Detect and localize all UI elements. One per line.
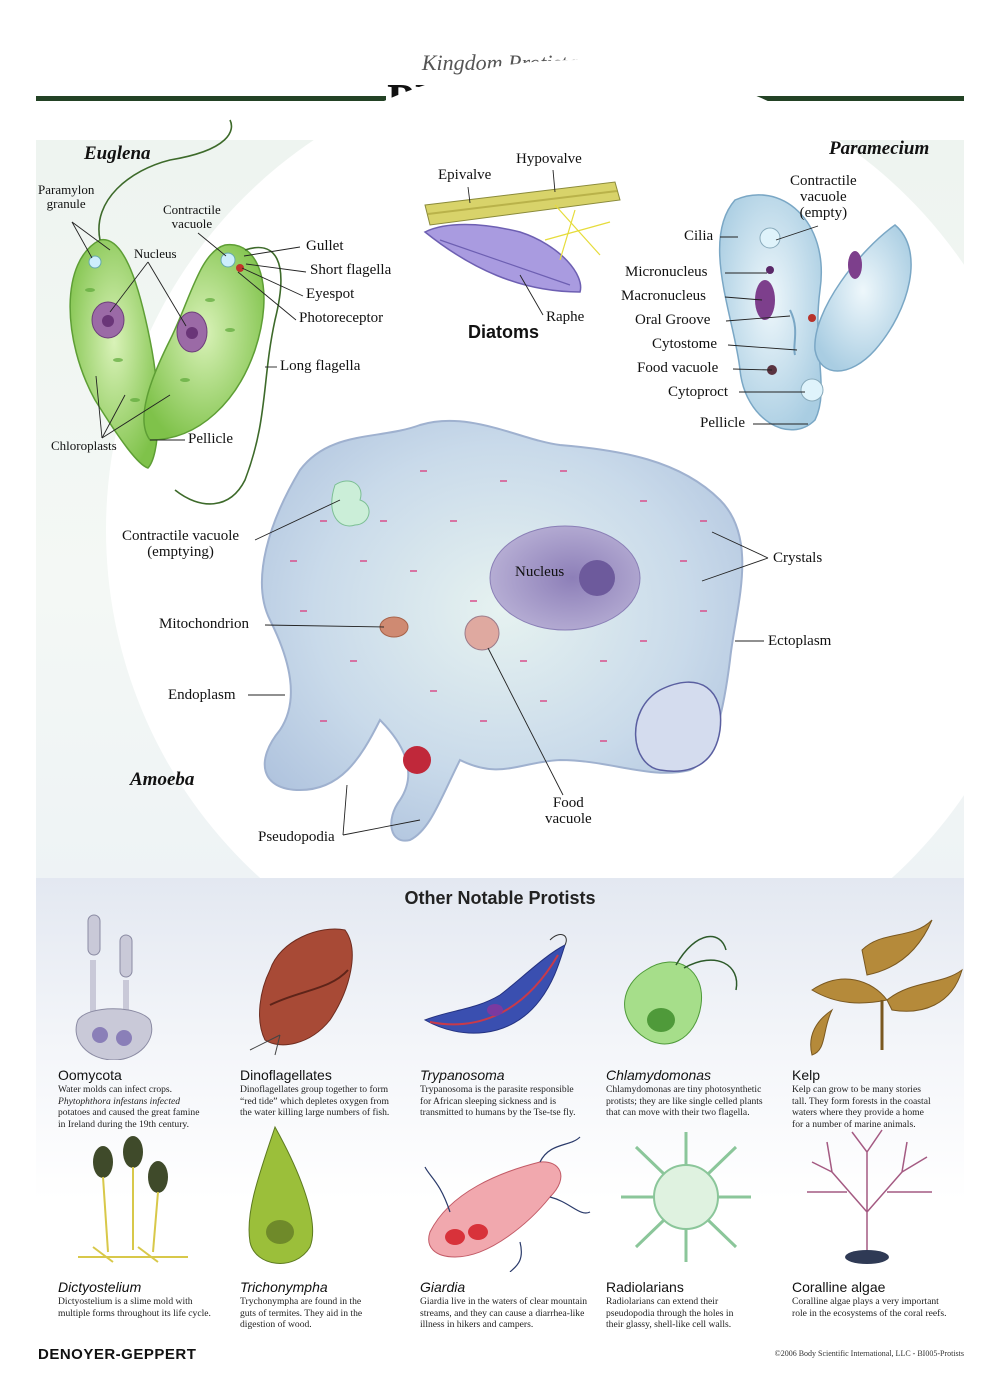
label-hypovalve: Hypovalve bbox=[516, 151, 582, 167]
kelp-illustration bbox=[810, 919, 963, 1056]
paramecium-illustration bbox=[718, 194, 912, 431]
coralline-algae-illustration bbox=[807, 1129, 932, 1264]
chlamydomonas-name: Chlamydomonas bbox=[606, 1067, 712, 1083]
label-paramecium-pellicle: Pellicle bbox=[700, 415, 745, 431]
label-amoeba-nucleus: Nucleus bbox=[515, 564, 565, 580]
publisher-logo: DENOYER-GEPPERT bbox=[38, 1346, 197, 1363]
label-crystals: Crystals bbox=[773, 550, 823, 566]
oomycota-name: Oomycota bbox=[58, 1067, 122, 1083]
dinoflagellates-name: Dinoflagellates bbox=[240, 1067, 332, 1083]
giardia-name: Giardia bbox=[420, 1279, 466, 1295]
protist-card-trichonympha: Trichonympha Trychonympha are found in t… bbox=[240, 1122, 420, 1331]
giardia-description: Giardia live in the waters of clear moun… bbox=[420, 1296, 588, 1330]
radiolarians-name: Radiolarians bbox=[606, 1279, 684, 1295]
label-gullet: Gullet bbox=[306, 238, 344, 254]
amoeba-title: Amoeba bbox=[130, 769, 195, 790]
title-rule-right bbox=[612, 96, 964, 101]
label-micronucleus: Micronucleus bbox=[625, 264, 708, 280]
copyright-notice: ©2006 Body Scientific International, LLC… bbox=[774, 1349, 964, 1358]
title-rule-left bbox=[36, 96, 386, 101]
label-macronucleus: Macronucleus bbox=[621, 288, 706, 304]
protist-card-radiolarians: Radiolarians Radiolarians can extend the… bbox=[606, 1122, 786, 1331]
trichonympha-illustration bbox=[248, 1125, 314, 1264]
euglena-title: Euglena bbox=[84, 143, 151, 164]
label-ectoplasm: Ectoplasm bbox=[768, 633, 832, 649]
protist-card-coralline-algae: Coralline algae Coralline algae plays a … bbox=[792, 1122, 972, 1319]
label-eyespot: Eyespot bbox=[306, 286, 355, 302]
coralline-algae-name: Coralline algae bbox=[792, 1279, 886, 1295]
label-raphe: Raphe bbox=[546, 309, 585, 325]
trichonympha-name: Trichonympha bbox=[240, 1279, 328, 1295]
trypanosoma-illustration bbox=[423, 934, 567, 1034]
dinoflagellates-illustration bbox=[249, 928, 353, 1056]
protist-card-dinoflagellates: Dinoflagellates Dinoflagellates group to… bbox=[240, 910, 420, 1119]
label-pseudopodia: Pseudopodia bbox=[258, 829, 335, 845]
label-photoreceptor: Photoreceptor bbox=[299, 310, 384, 326]
label-leader-lines bbox=[71, 169, 819, 836]
euglena-illustration bbox=[69, 119, 282, 505]
label-mitochondrion: Mitochondrion bbox=[159, 616, 249, 632]
oomycota-description: Water molds can infect crops.Phytophthor… bbox=[58, 1084, 200, 1130]
dictyostelium-name: Dictyostelium bbox=[58, 1279, 142, 1295]
dictyostelium-illustration bbox=[78, 1136, 188, 1263]
label-cytoproct: Cytoproct bbox=[668, 384, 728, 400]
trypanosoma-name: Trypanosoma bbox=[420, 1067, 505, 1083]
label-epivalve: Epivalve bbox=[438, 167, 492, 183]
label-short-flagella: Short flagella bbox=[310, 262, 392, 278]
amoeba-illustration bbox=[261, 419, 744, 842]
crystals-pattern bbox=[290, 470, 707, 742]
paramecium-title: Paramecium bbox=[829, 138, 930, 159]
giardia-illustration bbox=[424, 1136, 591, 1273]
label-euglena-pellicle: Pellicle bbox=[188, 431, 233, 447]
other-protists-panel bbox=[36, 878, 964, 1338]
dinoflagellates-description: Dinoflagellates group together to form“r… bbox=[240, 1084, 390, 1118]
protist-card-chlamydomonas: Chlamydomonas Chlamydomonas are tiny pho… bbox=[606, 910, 786, 1119]
kelp-name: Kelp bbox=[792, 1067, 821, 1083]
radiolarians-illustration bbox=[621, 1132, 751, 1262]
protist-card-oomycota: Oomycota Water molds can infect crops.Ph… bbox=[58, 910, 238, 1130]
diatoms-illustration bbox=[423, 181, 621, 293]
other-protists-title: Other Notable Protists bbox=[404, 888, 596, 908]
top-illustrations bbox=[69, 119, 912, 842]
chlamydomonas-illustration bbox=[624, 935, 738, 1045]
label-long-flagella: Long flagella bbox=[280, 358, 361, 374]
label-cilia: Cilia bbox=[684, 228, 714, 244]
oomycota-illustration bbox=[75, 914, 153, 1061]
label-oral-groove: Oral Groove bbox=[635, 312, 711, 328]
label-cytostome: Cytostome bbox=[652, 336, 718, 352]
label-euglena-nucleus: Nucleus bbox=[134, 246, 177, 261]
label-paramecium-food-vacuole: Food vacuole bbox=[637, 360, 719, 376]
label-amoeba-contractile-vacuole: Contractile vacuole(emptying) bbox=[122, 528, 240, 560]
diatoms-title: Diatoms bbox=[468, 322, 540, 342]
protist-card-trypanosoma: Trypanosoma Trypanosoma is the parasite … bbox=[420, 910, 600, 1119]
protist-card-giardia: Giardia Giardia live in the waters of cl… bbox=[420, 1122, 600, 1331]
label-chloroplasts: Chloroplasts bbox=[51, 438, 117, 453]
label-endoplasm: Endoplasm bbox=[168, 687, 236, 703]
protist-card-dictyostelium: Dictyostelium Dictyostelium is a slime m… bbox=[58, 1122, 238, 1319]
